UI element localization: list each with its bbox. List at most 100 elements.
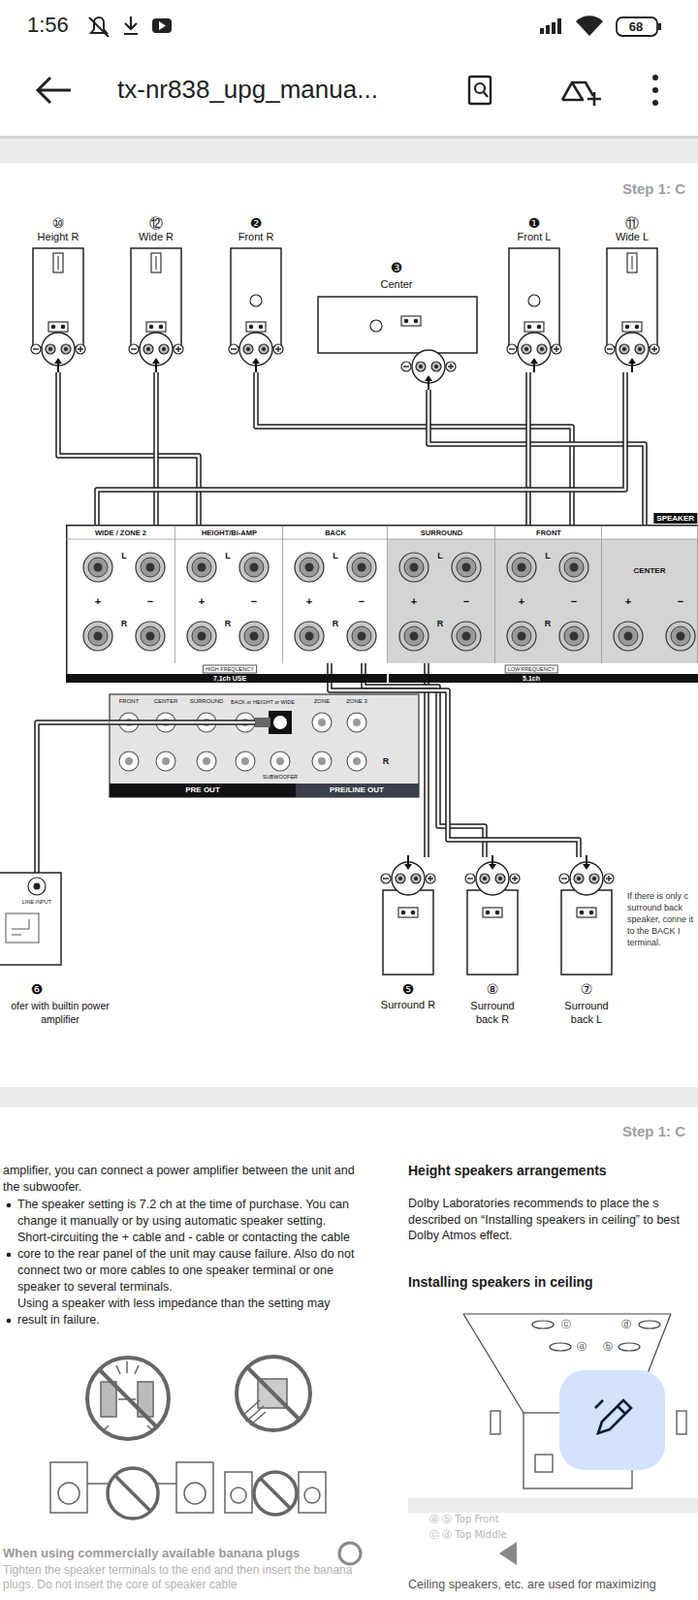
menu-dot [652, 74, 659, 81]
pre-out-panel: PRE OUTPRE/LINE OUT [109, 694, 419, 797]
prohibition-circle [107, 1467, 159, 1519]
terminal-plate [139, 332, 173, 366]
binding-post [410, 563, 419, 572]
jack-label: FRONT [119, 698, 140, 705]
speaker-cable [58, 372, 199, 525]
rca-jack [347, 712, 367, 732]
terminal-group: BACK [283, 524, 388, 664]
speaker-cone [184, 1482, 206, 1504]
minus-symbol [507, 344, 517, 354]
rca-jack [161, 757, 170, 765]
binding-terminal [143, 344, 154, 354]
terminal-label: − [677, 595, 684, 608]
plus-symbol [605, 875, 612, 882]
binding-post [191, 626, 212, 646]
minus-symbol [467, 877, 474, 879]
terminal-block [576, 907, 597, 918]
receiver-panel: SPEAKERWIDE / ZONE 2HEIGHT/Bi-AMPBACKSUR… [65, 524, 698, 683]
room-edge [463, 1313, 524, 1413]
node-label: HEIGHT/Bi-AMP [201, 528, 257, 538]
binding-terminal [576, 876, 581, 881]
binding-post [347, 621, 377, 651]
cable-outline [255, 372, 572, 525]
binding-post [462, 563, 472, 572]
binding-post [244, 557, 264, 577]
rca-jack [125, 757, 133, 765]
node-drawing [283, 524, 388, 664]
binding-terminal [146, 347, 151, 351]
plus-symbol [427, 875, 434, 882]
minus-symbol [31, 344, 41, 354]
callout-number: ❶ [528, 215, 541, 232]
binding-post [197, 563, 207, 572]
tweeter-slot [156, 255, 158, 270]
binding-post [676, 632, 686, 641]
insert-arrow [407, 855, 410, 865]
position-marker: ⓐ [576, 1340, 587, 1353]
position-marker: ⓓ [621, 1318, 632, 1331]
drive-add-icon [562, 82, 594, 100]
tweeter-slot [53, 253, 64, 273]
manual-page [0, 162, 698, 1087]
terminal-plate [41, 332, 75, 366]
minus-symbol [561, 877, 568, 879]
binding-post [135, 552, 165, 582]
binding-post [88, 626, 108, 646]
page-heading: Step 1: C [622, 1122, 686, 1141]
binding-post [250, 563, 259, 572]
cable-core [36, 722, 110, 873]
binding-terminal [592, 876, 597, 881]
binding-terminal [398, 876, 403, 881]
manual-page [0, 1107, 698, 1600]
body-text: Dolby Laboratories recommends to place t… [408, 1195, 694, 1244]
terminal-block [537, 324, 542, 330]
plus-symbol [447, 363, 454, 370]
prohibition-slash [260, 1478, 290, 1508]
rca-jack [276, 757, 285, 765]
status-text: 68 [629, 19, 643, 35]
cable-outline [58, 372, 199, 525]
video-icon [152, 18, 172, 33]
node-drawing [227, 248, 285, 373]
status-bar [0, 0, 698, 49]
tweeter-cone [250, 294, 262, 307]
node-label: Front R [238, 230, 275, 244]
binding-terminal [45, 344, 56, 354]
jack-label: ZONE 3 [346, 698, 368, 705]
terminal-label: R [121, 618, 128, 630]
binding-post [250, 632, 259, 641]
body-text: Short-circuiting the + cable and - cable… [17, 1229, 359, 1296]
terminal-plate [391, 861, 425, 895]
node-drawing [506, 248, 563, 373]
insert-arrow [585, 855, 588, 865]
terminal-label: R [544, 618, 552, 630]
binding-post [347, 552, 377, 582]
back-arrow [37, 77, 71, 103]
binding-terminal [63, 347, 68, 351]
rca-jack [202, 757, 211, 765]
rca-jack [156, 751, 176, 771]
callout-number: ❻ [31, 981, 44, 998]
cable-core [96, 372, 626, 525]
insert-arrow [488, 863, 497, 870]
binding-post [299, 626, 319, 646]
cable-core [58, 372, 199, 525]
prohibition-circle [236, 1356, 311, 1430]
channel-band [65, 673, 698, 683]
cable-outline [36, 722, 110, 873]
minus-symbol [380, 873, 391, 884]
terminal-block [249, 324, 254, 330]
plus-symbol [273, 344, 284, 354]
binding-post [239, 552, 269, 582]
speaker-cabinet [561, 889, 612, 975]
terminal-label: L [437, 550, 444, 562]
body-text: Using a speaker with less impedance than… [17, 1295, 359, 1329]
speaker-cable [428, 389, 645, 525]
tweeter-cone [528, 294, 540, 307]
cable-outline [525, 372, 532, 525]
binding-post [451, 621, 481, 651]
node-drawing [65, 524, 176, 664]
nav-home-icon [339, 1542, 361, 1564]
binding-terminal [539, 347, 544, 351]
terminal-block [246, 321, 266, 332]
